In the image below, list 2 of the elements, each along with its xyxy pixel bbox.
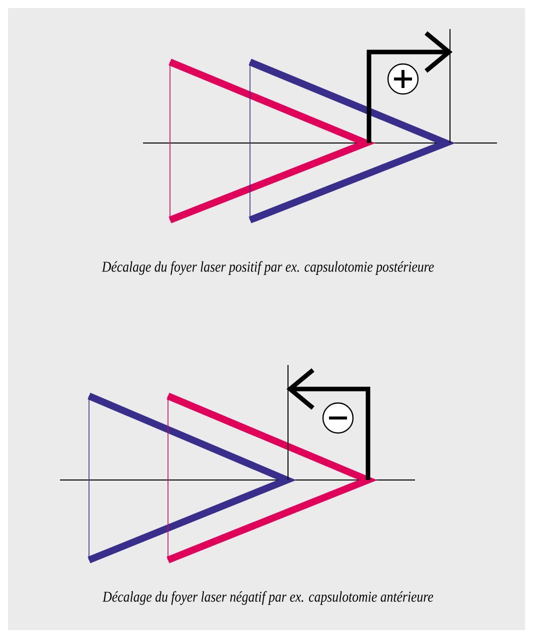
caption: Décalage du foyer laser négatif par ex. capsulotomie antérieure — [102, 591, 434, 605]
caption: Décalage du foyer laser positif par ex. capsulotomie postérieure — [102, 261, 434, 275]
